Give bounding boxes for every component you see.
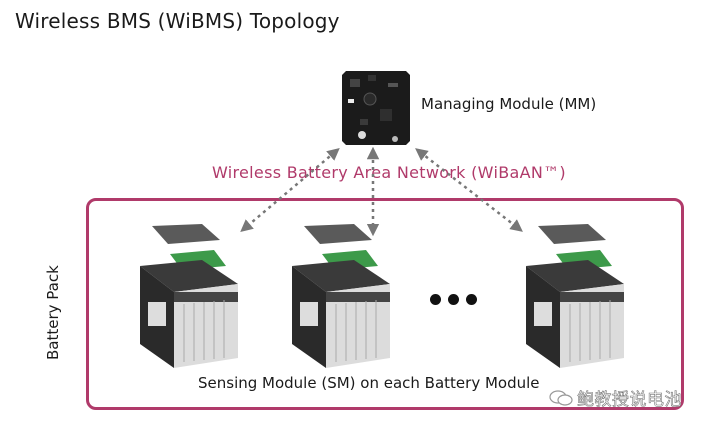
link-arrow-1: [240, 147, 340, 233]
battery-module-2: [292, 224, 390, 368]
managing-module-board: [342, 71, 410, 145]
battery-module-n: [526, 224, 624, 368]
sensing-module-label: Sensing Module (SM) on each Battery Modu…: [198, 374, 540, 392]
diagram-title: Wireless BMS (WiBMS) Topology: [15, 9, 340, 33]
battery-module-1: [140, 224, 238, 368]
battery-pack-box: [86, 198, 684, 410]
link-arrow-3: [415, 148, 523, 232]
wechat-icon: [549, 390, 573, 406]
ellipsis: [430, 290, 484, 309]
watermark-text: 鲍教授说电池: [577, 390, 682, 411]
managing-module-label: Managing Module (MM): [421, 95, 597, 113]
